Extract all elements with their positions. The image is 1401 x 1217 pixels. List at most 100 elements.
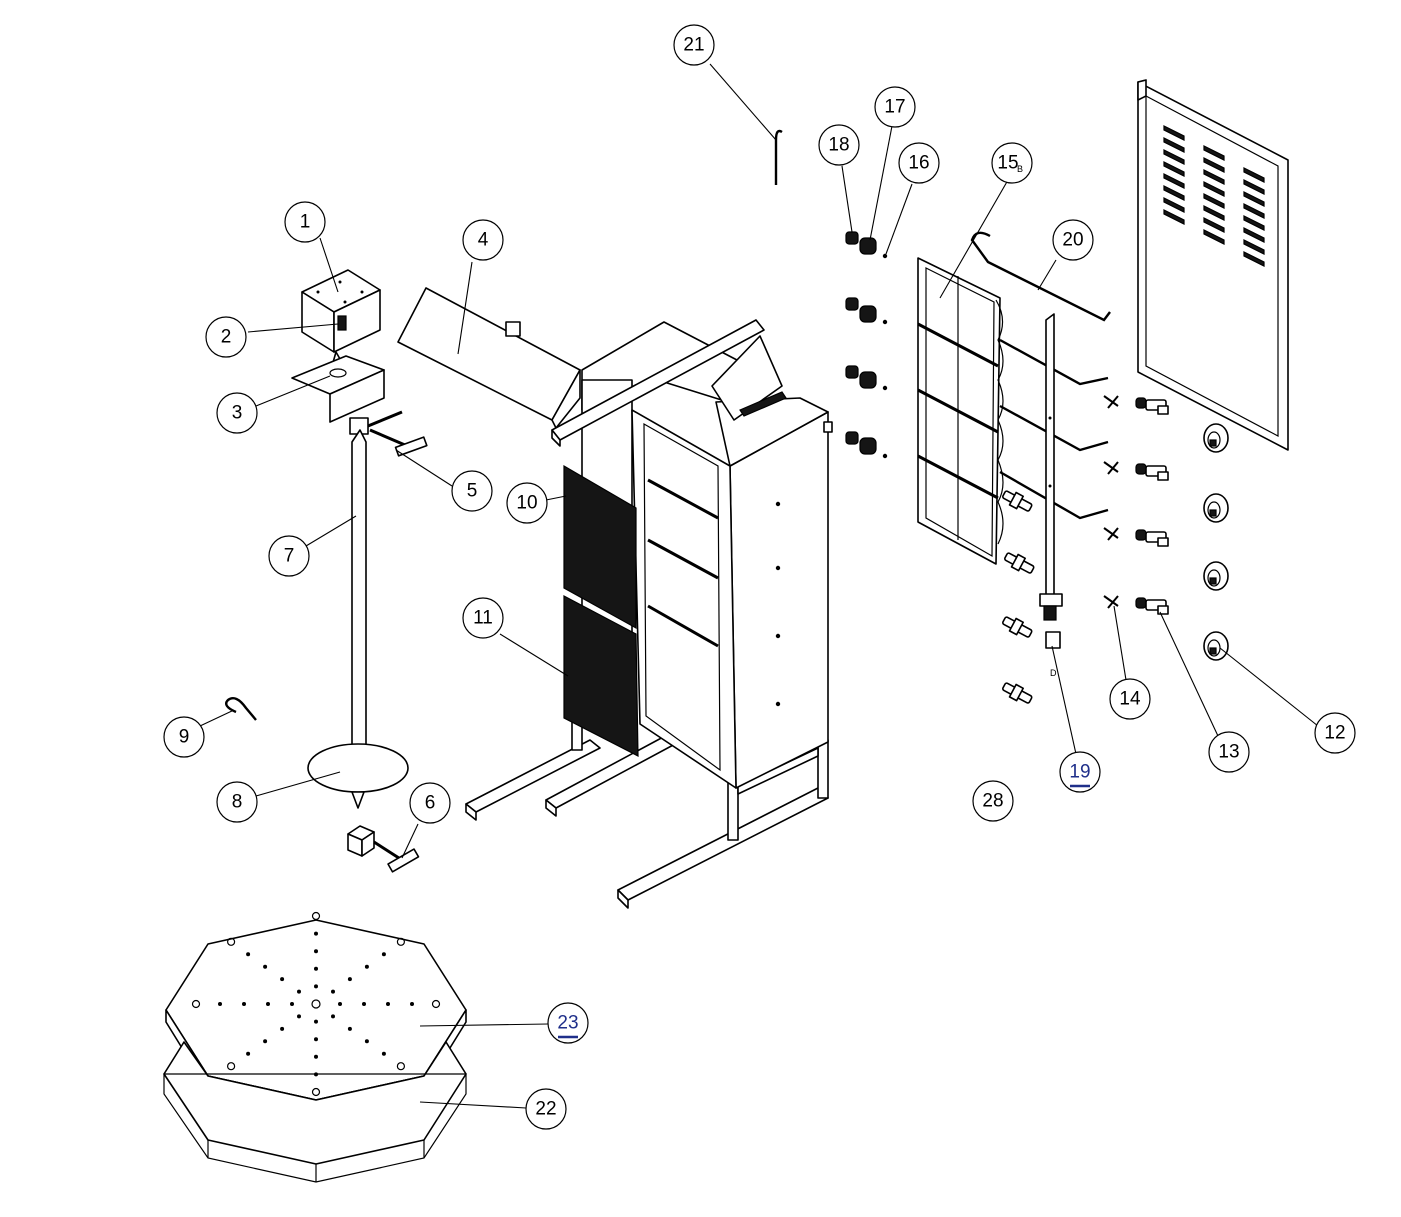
tray-hole: [280, 977, 285, 982]
vent-slot: [1203, 217, 1225, 233]
valve-stem-letter: D: [1050, 668, 1057, 678]
main-cabinet: [465, 319, 833, 909]
tray-hole: [246, 1051, 251, 1056]
tray-hole: [338, 1002, 342, 1006]
vent-slot: [1243, 167, 1265, 183]
callout-8: 8: [216, 781, 258, 823]
tray-hole: [396, 1062, 405, 1071]
svg-text:6: 6: [425, 793, 436, 814]
svg-text:12: 12: [1324, 723, 1345, 744]
callout-15: 15B: [991, 142, 1033, 184]
vent-slot: [1203, 145, 1225, 161]
tray-hole: [227, 937, 236, 946]
svg-text:16: 16: [908, 153, 929, 174]
tray-hole: [297, 1014, 301, 1019]
vent-slot: [1203, 181, 1225, 197]
tray-hole: [314, 949, 318, 954]
vent-slot: [1163, 185, 1185, 201]
part-22-base-ring: [163, 1041, 467, 1183]
svg-text:20: 20: [1062, 230, 1083, 251]
callout-10: 10: [506, 482, 548, 524]
vent-slot: [1163, 161, 1185, 177]
tray-hole: [410, 1002, 414, 1006]
svg-text:17: 17: [884, 97, 905, 118]
vent-slot: [1163, 137, 1185, 153]
part-8-base-plate: [307, 743, 409, 809]
svg-text:23: 23: [557, 1013, 578, 1034]
front-control-panel: [1137, 79, 1289, 451]
callout-11: 11: [462, 597, 504, 639]
part-1-motor-box: [301, 269, 381, 353]
tray-hole: [218, 1002, 222, 1006]
vent-slot: [1243, 215, 1265, 231]
svg-text:B: B: [1017, 164, 1023, 174]
svg-text:2: 2: [221, 327, 232, 348]
vent-slot: [1243, 251, 1265, 267]
leader-lines: [199, 63, 1319, 1109]
part-15-burner-frame: [917, 257, 1004, 565]
svg-text:21: 21: [683, 35, 704, 56]
callout-5: 5: [451, 470, 493, 512]
part-21-hook-rod: [774, 129, 783, 185]
callout-1: 1: [284, 201, 326, 243]
callout-18: 18: [818, 124, 860, 166]
callout-9: 9: [163, 716, 205, 758]
tray-hole: [263, 1039, 268, 1044]
vent-slot: [1203, 193, 1225, 209]
vent-slot: [1203, 205, 1225, 221]
tray-hole: [431, 999, 441, 1009]
tray-hole: [347, 1026, 352, 1031]
nozzle-set-16-17-18: [845, 231, 888, 459]
callout-6: 6: [409, 782, 451, 824]
svg-text:11: 11: [473, 608, 493, 629]
svg-text:14: 14: [1119, 689, 1141, 710]
callout-13: 13: [1208, 731, 1250, 773]
tray-hole: [331, 989, 335, 994]
svg-text:18: 18: [828, 135, 849, 156]
svg-text:7: 7: [284, 546, 295, 567]
callout-20: 20: [1052, 219, 1094, 261]
tray-hole: [311, 911, 321, 921]
svg-text:13: 13: [1218, 742, 1239, 763]
tray-hole: [347, 977, 352, 982]
vent-slot: [1243, 179, 1265, 195]
callout-3: 3: [216, 392, 258, 434]
vent-slot: [1163, 197, 1185, 213]
vent-slot: [1243, 227, 1265, 243]
vent-slot: [1163, 149, 1185, 165]
part-20-gas-pipes: [970, 231, 1111, 520]
callout-12: 12: [1314, 712, 1356, 754]
part-6-lower-crank: [347, 825, 420, 873]
tray-hole: [386, 1002, 390, 1006]
tray-center-hole: [311, 999, 321, 1009]
tray-hole: [381, 1051, 386, 1056]
svg-text:4: 4: [478, 230, 489, 251]
vent-slot: [1243, 203, 1265, 219]
part-12-knobs: [1203, 423, 1229, 661]
part-19-manifold: D: [1039, 313, 1063, 678]
callout-23[interactable]: 23: [547, 1002, 589, 1044]
callout-19[interactable]: 19: [1059, 751, 1101, 793]
vent-slot: [1243, 239, 1265, 255]
tray-hole: [396, 937, 405, 946]
vent-slot: [1203, 229, 1225, 245]
tray-hole: [280, 1026, 285, 1031]
part-9-pin: [225, 697, 257, 721]
callout-22: 22: [525, 1088, 567, 1130]
tray-hole: [331, 1014, 335, 1019]
tray-hole: [362, 1002, 366, 1006]
svg-text:3: 3: [232, 403, 243, 424]
svg-text:22: 22: [535, 1099, 556, 1120]
vent-slot: [1163, 125, 1185, 141]
callout-17: 17: [874, 86, 916, 128]
tray-hole: [246, 952, 251, 957]
tray-hole: [314, 1054, 318, 1059]
part-4-top-hood: [397, 287, 581, 429]
tray-hole: [297, 989, 301, 994]
tray-hole: [191, 999, 201, 1009]
tray-hole: [364, 1039, 369, 1044]
tray-hole: [364, 964, 369, 969]
svg-text:28: 28: [982, 791, 1003, 812]
svg-text:9: 9: [179, 727, 190, 748]
